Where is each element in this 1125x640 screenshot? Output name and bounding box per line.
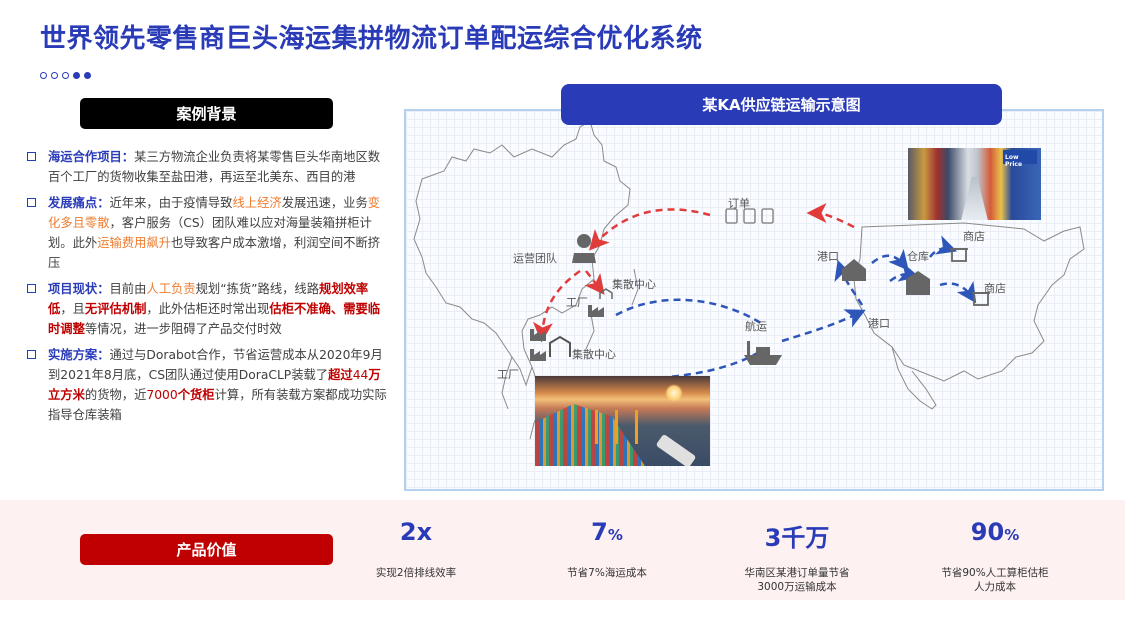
label-factory-1: 工厂 (566, 296, 588, 309)
item-text: 近年来，由于疫情导致线上经济发展迅速，业务变化多且零散，客户服务（CS）团队难以… (48, 196, 380, 270)
item-lead: 项目现状： (48, 282, 110, 296)
highlight-text: 7000 (146, 388, 178, 402)
item-text: 目前由人工负责规划“拣货”路线，线路规划效率低，且无评估机制，此外估柜还时常出现… (48, 282, 380, 336)
checkbox-bullet-icon (27, 152, 36, 161)
metric-desc: 3000万运输成本 (757, 581, 837, 593)
metric-number: 7 (591, 518, 608, 546)
metric-desc: 人力成本 (974, 581, 1016, 593)
page-dot-3[interactable] (62, 72, 69, 79)
page-dot-4[interactable] (73, 72, 80, 79)
label-warehouse: 仓库 (907, 250, 929, 263)
highlight-text: 估柜不准确、需要临时调整 (48, 302, 381, 336)
checkbox-bullet-icon (27, 198, 36, 207)
highlight-text: 无评估机制 (84, 302, 147, 316)
ship-icon (744, 341, 782, 365)
label-port-1: 港口 (817, 250, 839, 263)
text-segment: 发展迅速，业务 (281, 196, 368, 210)
label-store-1: 商店 (963, 230, 985, 243)
highlight-text: 线上经济 (232, 196, 282, 210)
checkbox-bullet-icon (27, 284, 36, 293)
highlight-text: 万立方米 (48, 368, 381, 402)
text-segment: 也导致客户成本激增，利润空间不断挤压 (48, 236, 381, 270)
hub-icon-1 (599, 288, 613, 299)
port-warehouse-icon (842, 259, 866, 281)
text-segment: 目前由 (109, 282, 147, 296)
store-icon-2 (972, 292, 990, 306)
item-text: 某三方物流企业负责将某零售巨头华南地区数百个工厂的货物收集至盐田港，再运至北美东… (48, 150, 380, 184)
case-background-header: 案例背景 (80, 98, 333, 129)
metric-desc: 实现2倍排线效率 (375, 567, 457, 579)
item-lead: 发展痛点： (48, 196, 110, 210)
label-hub-1: 集散中心 (612, 278, 656, 291)
list-item: 项目现状：目前由人工负责规划“拣货”路线，线路规划效率低，且无评估机制，此外估柜… (27, 279, 387, 339)
usa-map-outline (853, 222, 1085, 410)
shipping-flow-arrows (615, 235, 977, 381)
item-lead: 海运合作项目： (48, 150, 135, 164)
supermarket-photo: Low Price (908, 148, 1041, 220)
metric-labor-cost: 90% 节省90%人工算柜估柜人力成本 (905, 518, 1085, 594)
text-segment: 的货物，近 (84, 388, 147, 402)
text-segment: 某三方物流企业负责将某零售巨头华南地区数百个工厂的货物收集至盐田港，再运至北美东… (48, 150, 381, 184)
low-price-sign: Low Price (1003, 150, 1037, 168)
product-value-header: 产品价值 (80, 534, 333, 565)
metric-transport-savings: 3千万 华南区某港订单量节省 3000万运输成本 (707, 518, 887, 594)
text-segment: ，且 (60, 302, 85, 316)
order-clipboard-icons (725, 208, 774, 224)
page-dot-5[interactable] (84, 72, 91, 79)
text-segment: 等情况，进一步阻碍了产品交付时效 (84, 322, 282, 336)
text-segment: 计算，所有装载方案都成功实际指导仓库装箱 (48, 388, 387, 422)
highlight-text: 超过 (328, 368, 353, 382)
page-dot-2[interactable] (51, 72, 58, 79)
diagram-header: 某KA供应链运输示意图 (561, 84, 1002, 125)
ops-team-icon (572, 234, 596, 263)
text-segment: 近年来，由于疫情导致 (109, 196, 233, 210)
factory-icon-1 (588, 305, 604, 317)
warehouse-icon (906, 271, 930, 295)
factory-icon-2 (530, 329, 546, 361)
case-background-list: 海运合作项目：某三方物流企业负责将某零售巨头华南地区数百个工厂的货物收集至盐田港… (27, 147, 387, 431)
metric-efficiency: 2x 实现2倍排线效率 (326, 518, 506, 580)
store-icon-1 (950, 248, 968, 262)
highlight-text: 运输费用飙升 (97, 236, 171, 250)
label-store-2: 商店 (984, 282, 1006, 295)
item-text: 通过与Dorabot合作，节省运营成本从2020年9月到2021年8月底，CS团… (48, 348, 387, 422)
label-hub-2: 集散中心 (572, 348, 616, 361)
list-item: 海运合作项目：某三方物流企业负责将某零售巨头华南地区数百个工厂的货物收集至盐田港… (27, 147, 387, 187)
metric-shipping-cost: 7% 节省7%海运成本 (517, 518, 697, 580)
order-flow-arrows (532, 203, 855, 343)
list-item: 发展痛点：近年来，由于疫情导致线上经济发展迅速，业务变化多且零散，客户服务（CS… (27, 193, 387, 273)
highlight-text: 44 (352, 368, 369, 382)
text-segment: 规划“拣货”路线，线路 (195, 282, 320, 296)
text-segment: ，此外估柜还时常出现 (146, 302, 270, 316)
label-factory-2: 工厂 (497, 368, 519, 381)
hub-icon-2 (549, 335, 571, 357)
highlight-text: 人工负责 (146, 282, 196, 296)
text-segment: ，客户服务（CS）团队难以应对海量装箱拼柜计划。此外 (48, 216, 372, 250)
label-shipping: 航运 (745, 320, 767, 333)
supply-chain-map (413, 120, 1085, 440)
highlight-text: 变化多且零散 (48, 196, 381, 230)
metric-desc: 节省7%海运成本 (567, 567, 647, 579)
checkbox-bullet-icon (27, 350, 36, 359)
page-dot-1[interactable] (40, 72, 47, 79)
metric-number: 3千万 (764, 524, 830, 552)
container-port-photo (535, 376, 710, 466)
page-indicator (40, 72, 91, 79)
item-lead: 实施方案： (48, 348, 110, 362)
label-port-2: 港口 (868, 317, 890, 330)
metric-number: 2x (399, 518, 433, 546)
label-ops-team: 运营团队 (513, 252, 557, 265)
highlight-text: 规划效率低 (48, 282, 369, 316)
list-item: 实施方案：通过与Dorabot合作，节省运营成本从2020年9月到2021年8月… (27, 345, 387, 425)
metric-desc: 华南区某港订单量节省 (744, 567, 850, 579)
highlight-text: 个货柜 (177, 388, 215, 402)
label-order: 订单 (728, 197, 750, 210)
text-segment: 通过与Dorabot合作，节省运营成本从2020年9月到2021年8月底，CS团… (48, 348, 383, 382)
metric-desc: 节省90%人工算柜估柜 (941, 567, 1049, 579)
metric-number: 90 (970, 518, 1005, 546)
page-title: 世界领先零售商巨头海运集拼物流订单配运综合优化系统 (40, 24, 703, 54)
